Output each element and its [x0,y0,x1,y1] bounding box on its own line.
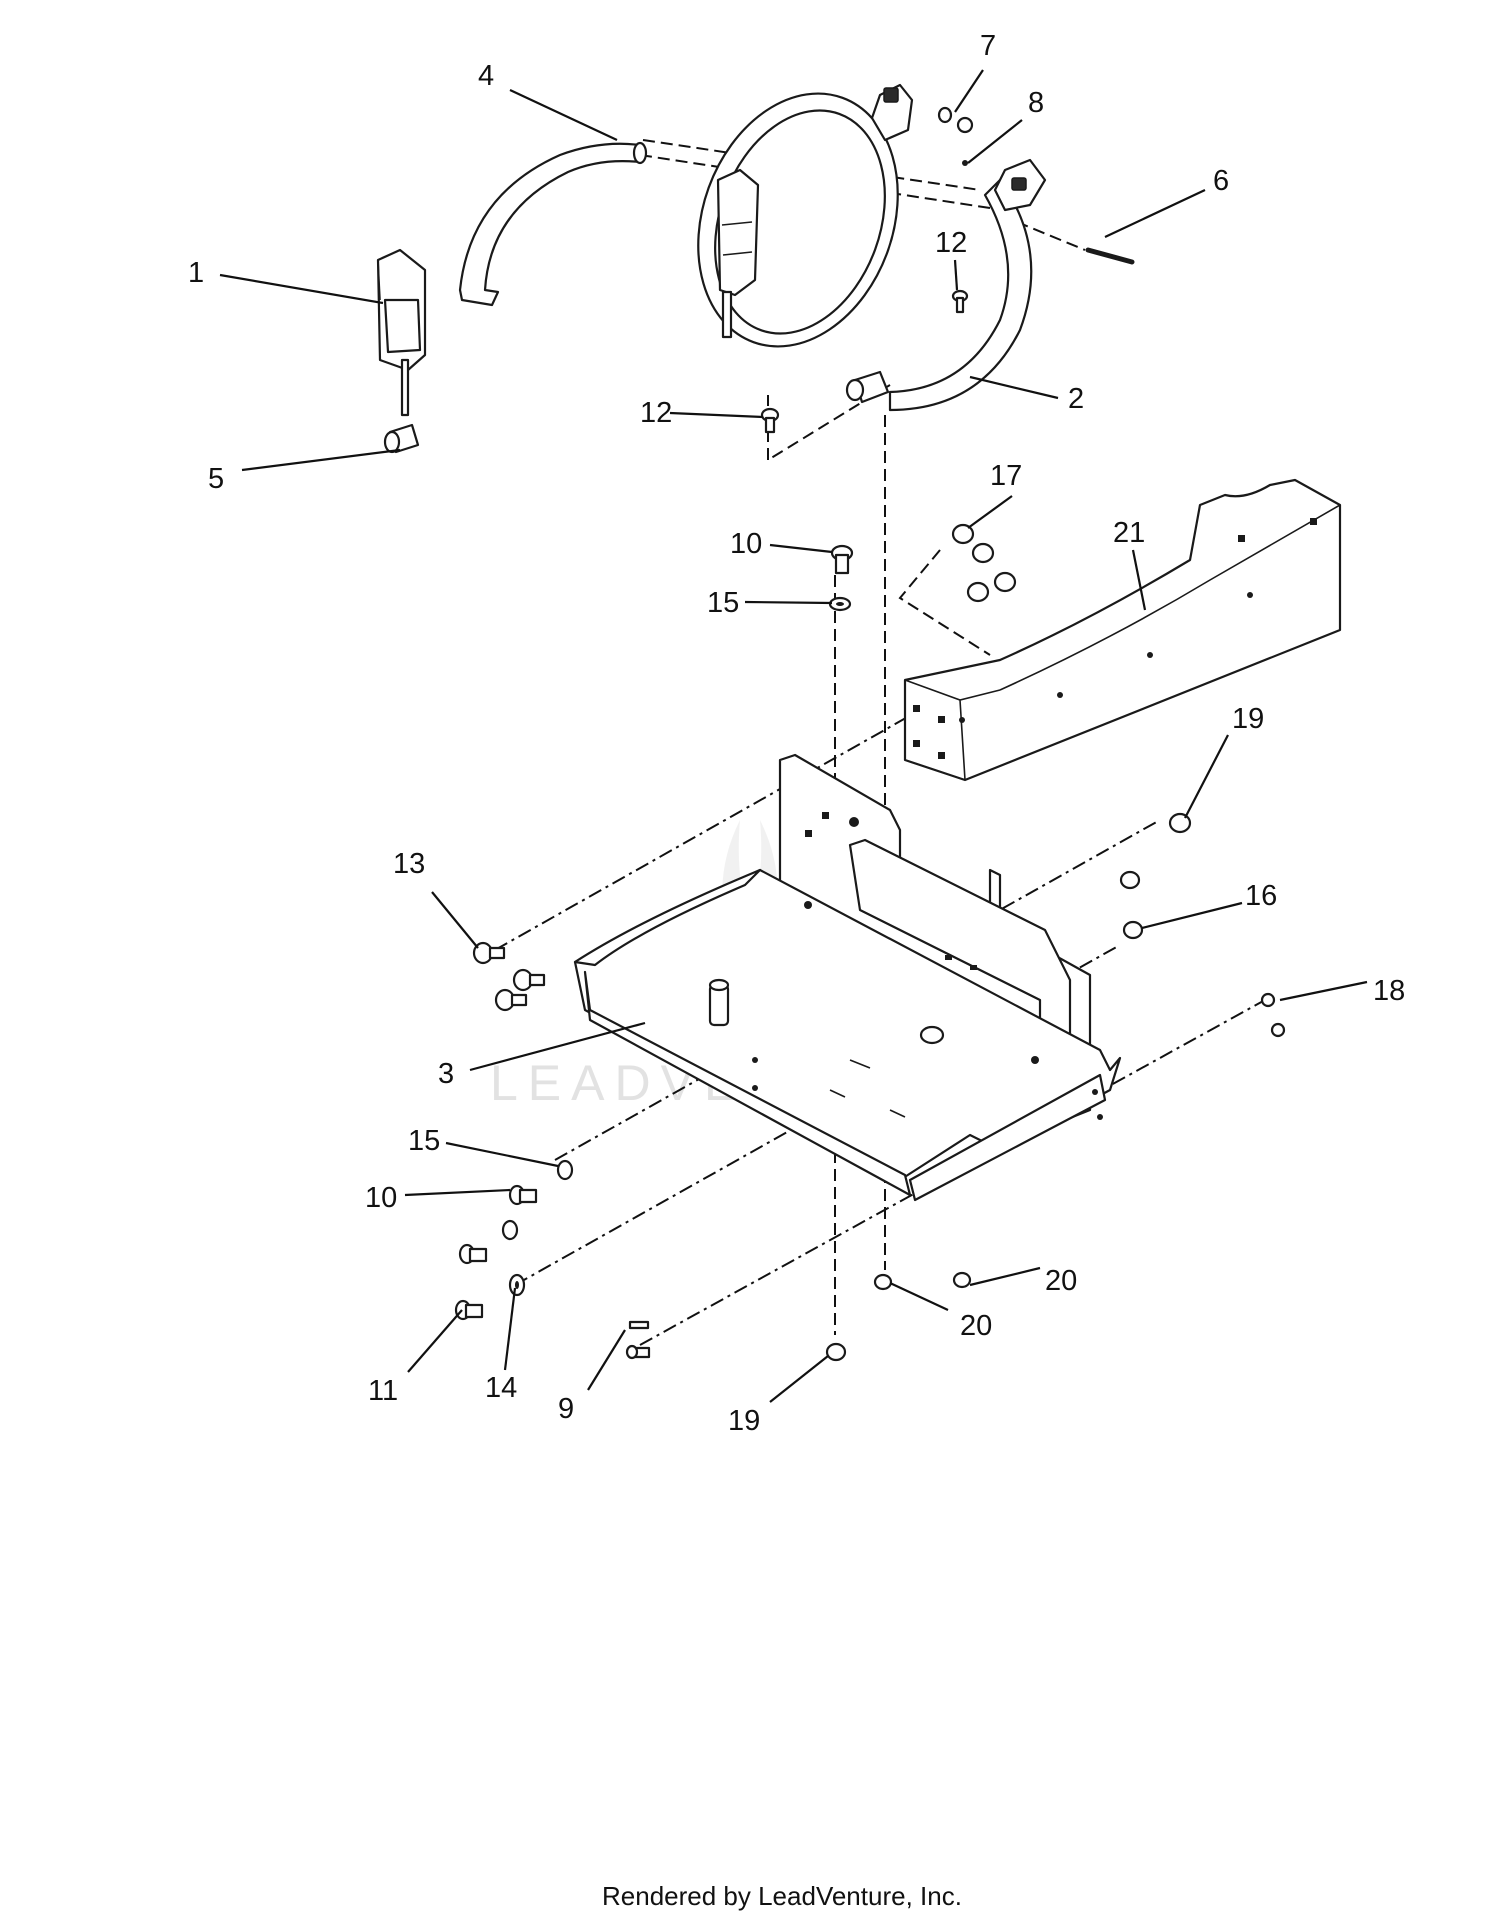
callout-7: 7 [980,30,996,62]
callout-19-lower: 19 [728,1405,760,1437]
callout-10-lower: 10 [365,1182,397,1214]
callout-12-lower: 12 [640,397,672,429]
part-12-rivet-upper [951,289,969,314]
callout-17: 17 [990,460,1022,492]
callout-11: 11 [368,1375,398,1407]
part-15-washer-upper [828,596,852,612]
part-band-ring [697,83,914,348]
callout-21: 21 [1113,517,1145,549]
callout-12-upper: 12 [935,227,967,259]
callout-18: 18 [1373,975,1405,1007]
callout-5: 5 [208,463,224,495]
part-19-nut-upper [1168,812,1192,834]
callout-labels: 1 2 3 4 5 6 7 8 9 10 10 11 12 12 13 14 1… [188,30,1405,1437]
part-7-washer [937,106,974,134]
part-21-beam [903,478,1342,782]
part-18-nut [1260,992,1286,1038]
part-16-nut [1119,870,1144,940]
callout-9: 9 [558,1393,574,1425]
callout-8: 8 [1028,87,1044,119]
callout-3: 3 [438,1058,454,1090]
part-12-rivet-lower [760,407,780,434]
callout-15-upper: 15 [707,587,739,619]
callout-4: 4 [478,60,494,92]
part-3-tray [573,753,1122,1202]
callout-19-upper: 19 [1232,703,1264,735]
part-8-pin [962,160,968,166]
callout-20-right: 20 [1045,1265,1077,1297]
part-9-screw [625,1320,651,1360]
part-5-pin [383,423,420,454]
part-17-nut [951,523,1017,603]
part-2-strap [845,158,1047,412]
part-10-bolt-lower [458,1184,538,1265]
part-6-pin [1085,247,1135,265]
part-4-strap [458,141,648,307]
callout-2: 2 [1068,383,1084,415]
part-10-bolt-upper [830,544,854,575]
part-14-washer [508,1273,526,1297]
leader-lines [219,69,1368,1403]
callout-15-lower: 15 [408,1125,440,1157]
callout-1: 1 [188,257,204,289]
callout-14: 14 [485,1372,517,1404]
part-15-washer-lower [501,1159,574,1241]
callout-6: 6 [1213,165,1229,197]
part-13-carriage-bolt [472,941,546,1012]
callout-13: 13 [393,848,425,880]
part-1-latch [376,248,427,417]
callout-20-left: 20 [960,1310,992,1342]
part-20-nut [873,1271,972,1291]
callout-16: 16 [1245,880,1277,912]
part-19-nut-lower [825,1342,847,1362]
part-11-bolt [454,1299,484,1321]
callout-10-upper: 10 [730,528,762,560]
footer-credit: Rendered by LeadVenture, Inc. [602,1881,962,1911]
